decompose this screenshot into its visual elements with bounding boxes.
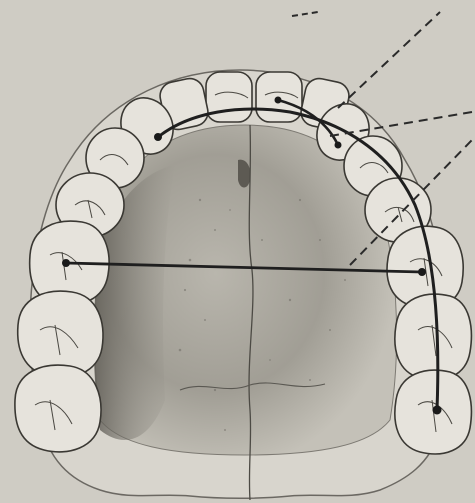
tooth — [15, 365, 101, 452]
tooth — [206, 72, 252, 122]
